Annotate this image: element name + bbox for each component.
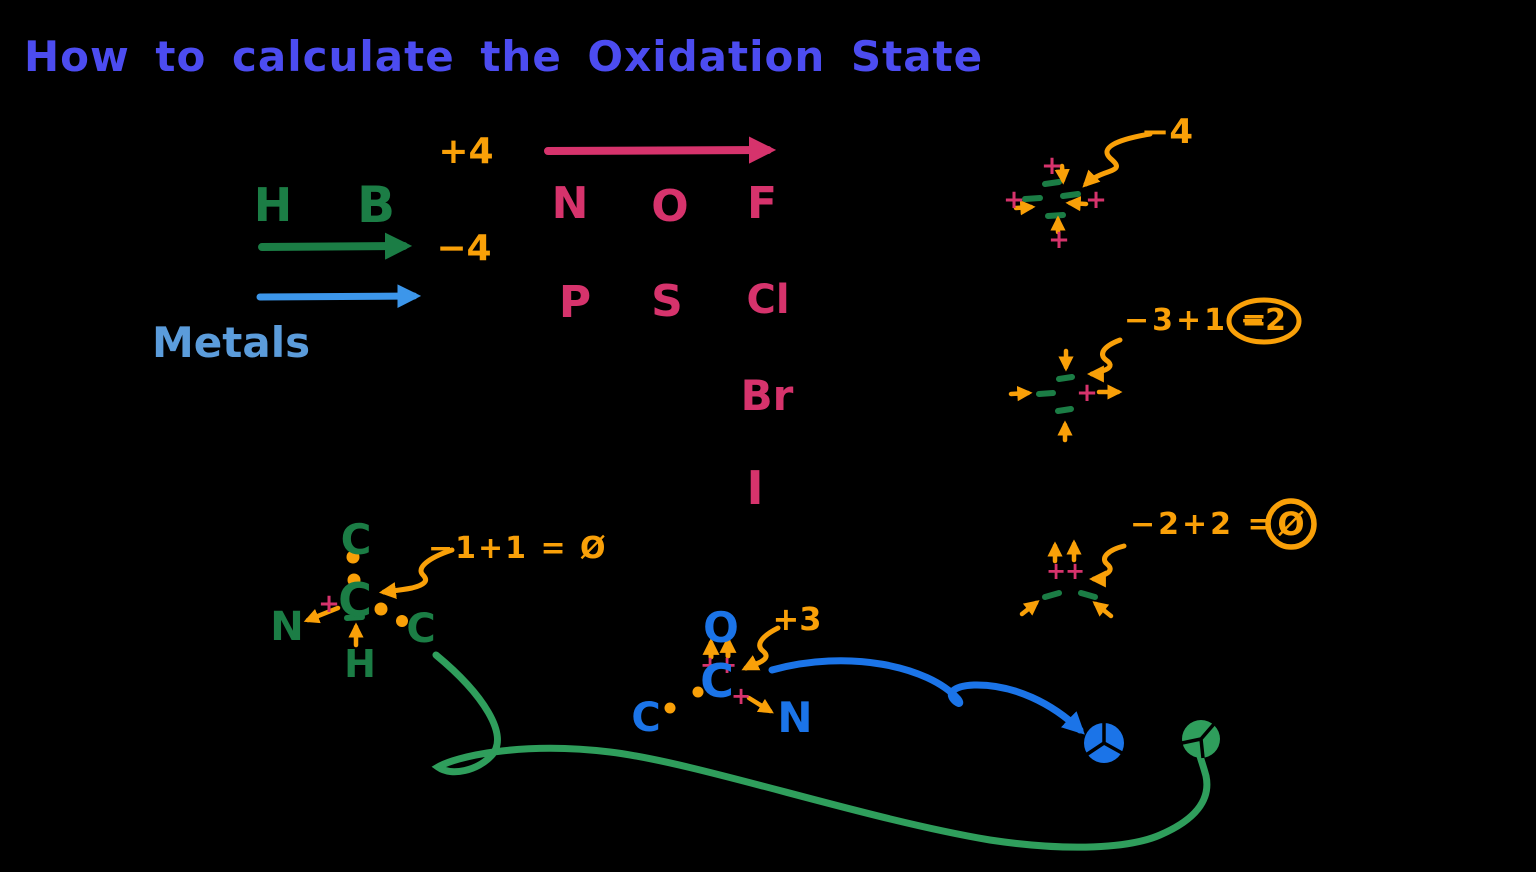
pie-divider-lines xyxy=(1085,723,1123,757)
two-plus-two-result: Ø xyxy=(1277,505,1305,543)
example-four-bonds-figure xyxy=(1013,131,1153,235)
organic-mid-label: +3 xyxy=(772,600,822,638)
three-plus-one-result: −2 xyxy=(1239,303,1287,338)
electron-shift-arrow xyxy=(1013,200,1036,216)
electron-dot xyxy=(374,602,388,616)
three-plus-one-equation: −3+1 = xyxy=(1124,303,1270,338)
atom-C-center: C xyxy=(700,654,734,708)
charge-plus: + xyxy=(716,651,738,679)
organic-mid-figure xyxy=(664,625,781,714)
pie-divider-lines xyxy=(1181,722,1216,759)
charge-plus: + xyxy=(1045,557,1067,585)
element-N: N xyxy=(551,178,589,229)
charge-plus: + xyxy=(1003,185,1025,215)
electron-dot xyxy=(664,702,676,714)
charge-plus: + xyxy=(318,589,340,619)
electron-shift-arrow xyxy=(1065,196,1089,212)
bond-dash xyxy=(1055,406,1074,414)
element-O: O xyxy=(651,181,689,232)
element-S: S xyxy=(651,276,683,327)
example-three-plus-one-figure xyxy=(1008,297,1302,443)
electron-dot xyxy=(347,573,361,587)
electron-shift-arrow xyxy=(1054,163,1070,185)
bond-dash xyxy=(1056,374,1075,382)
green-pie-marker xyxy=(1181,720,1220,759)
electron-dot xyxy=(692,686,704,698)
charge-plus: + xyxy=(1041,151,1063,181)
green-connector-curve xyxy=(431,651,1211,851)
metals-label: Metals xyxy=(152,318,311,367)
bond-dash xyxy=(1078,590,1098,600)
element-H: H xyxy=(253,178,293,232)
min-oxidation-state-label: −4 xyxy=(436,228,492,269)
max-oxidation-state-label: +4 xyxy=(438,131,494,172)
charge-plus: + xyxy=(1076,378,1098,408)
organic-left-figure xyxy=(303,547,455,648)
organic-left-equation: −1+1 = Ø xyxy=(428,531,608,566)
example-two-plus-two-figure xyxy=(1019,498,1317,619)
leader-squiggle-arrow xyxy=(378,547,455,599)
atom-C-top: C xyxy=(340,515,372,564)
electron-dot xyxy=(396,615,408,627)
leader-squiggle-arrow xyxy=(1086,337,1123,383)
leader-squiggle-arrow xyxy=(1082,131,1153,188)
atom-H: H xyxy=(344,642,376,686)
electronegativity-trend-arrow xyxy=(544,136,777,164)
electron-dot xyxy=(346,550,360,564)
bond-dash xyxy=(1060,191,1081,199)
metals-arrow xyxy=(256,284,422,309)
electron-shift-arrow xyxy=(1019,600,1040,617)
bond-dash xyxy=(1022,195,1043,202)
electron-shift-arrow xyxy=(1008,385,1033,402)
bond-dash xyxy=(1042,590,1062,600)
charge-plus: + xyxy=(1048,225,1070,255)
blue-pie-marker xyxy=(1084,723,1124,763)
element-I: I xyxy=(746,461,764,515)
result-circle xyxy=(1265,498,1317,550)
page-title: How to calculate the Oxidation State xyxy=(24,32,984,81)
electron-shift-arrow xyxy=(303,605,341,624)
element-Cl: Cl xyxy=(746,277,790,323)
charge-plus: + xyxy=(1064,557,1086,585)
bond-dash xyxy=(344,614,365,621)
two-plus-two-equation: −2+2 = xyxy=(1130,507,1276,542)
charge-plus: + xyxy=(699,651,721,679)
leader-squiggle-arrow xyxy=(1088,543,1127,588)
atom-N: N xyxy=(777,693,813,742)
element-B: B xyxy=(356,176,396,234)
blue-connector-arrow xyxy=(768,657,1085,735)
element-F: F xyxy=(746,178,778,229)
element-P: P xyxy=(558,277,592,328)
nonmetals-arrow xyxy=(258,232,413,260)
atom-O: O xyxy=(703,603,739,652)
atom-N: N xyxy=(270,604,304,650)
electron-shift-arrow xyxy=(746,695,774,714)
atom-C-left: C xyxy=(631,695,661,741)
charge-plus: + xyxy=(1085,185,1107,215)
electron-shift-arrow xyxy=(1092,601,1114,619)
charge-plus: + xyxy=(730,682,752,710)
four-bonds-result-label: −4 xyxy=(1140,112,1194,152)
leader-squiggle-arrow xyxy=(741,625,781,671)
atom-C-center: C xyxy=(338,573,372,627)
atom-C-right: C xyxy=(406,606,436,652)
bond-dash xyxy=(1042,179,1062,187)
element-Br: Br xyxy=(740,371,794,420)
bond-dash xyxy=(1036,390,1056,397)
bond-dash xyxy=(1045,212,1066,219)
result-circle xyxy=(1226,297,1302,345)
